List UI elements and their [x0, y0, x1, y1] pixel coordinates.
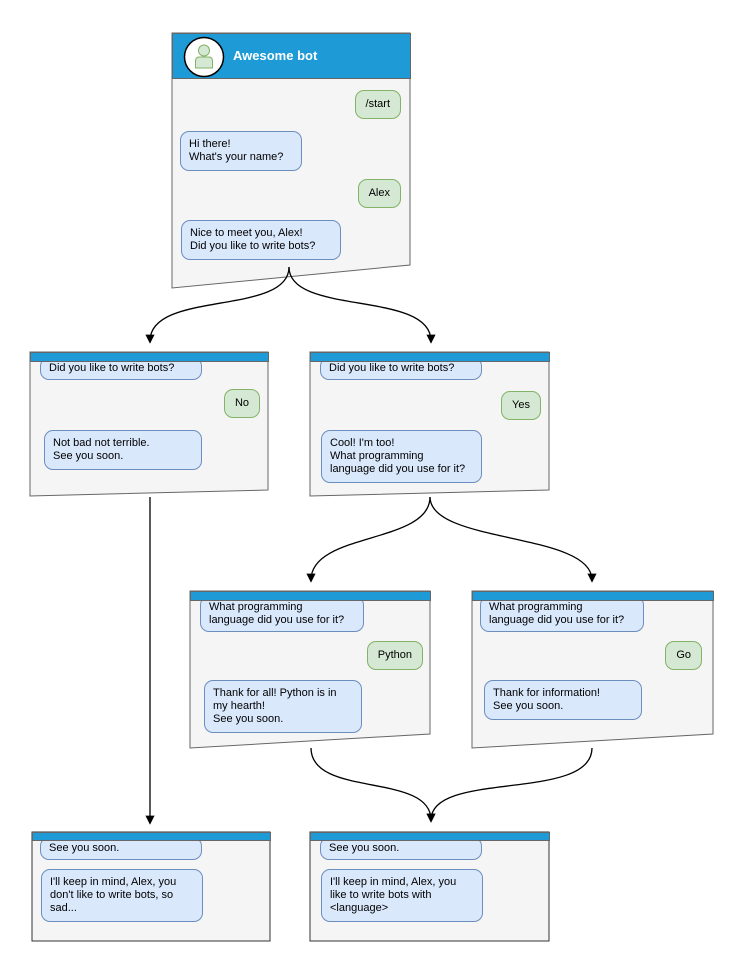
chat-bubble-bot: Not bad not terrible. See you soon.	[44, 430, 202, 470]
arrow-python-to-bye	[310, 747, 436, 823]
chat-bubble-bot: Thank for information! See you soon.	[484, 680, 642, 720]
panel-header-bar	[190, 591, 431, 601]
panel-header-bar	[32, 832, 271, 841]
arrow-yes-to-python	[306, 496, 431, 583]
chat-bubble-bot: Did you like to write bots?	[320, 357, 482, 380]
arrow-start-to-yes	[288, 266, 436, 344]
panel-header-bar	[472, 591, 714, 601]
arrow-start-to-no	[145, 266, 290, 344]
chat-bubble-bot: What programming language did you use fo…	[200, 596, 364, 632]
chat-bubble-user: Yes	[501, 391, 541, 420]
chat-bubble-bot: See you soon.	[320, 837, 482, 860]
chat-window-header: Awesome bot	[172, 33, 411, 79]
bot-avatar-icon	[183, 36, 225, 78]
chat-bubble-bot: Thank for all! Python is in my hearth! S…	[204, 680, 362, 733]
panel-header-bar	[310, 832, 550, 841]
chat-bubble-user: Python	[366, 641, 423, 670]
chat-bubble-user: Go	[665, 641, 702, 670]
bot-name-title: Awesome bot	[233, 48, 318, 63]
chat-bubble-user: No	[223, 389, 260, 418]
chat-bubble-bot: I'll keep in mind, Alex, you don't like …	[41, 869, 203, 922]
bot-avatar	[181, 34, 227, 80]
arrow-go-to-bye	[426, 747, 593, 823]
chat-bubble-bot: Hi there! What's your name?	[180, 131, 302, 171]
chat-bubble-user: Alex	[357, 179, 401, 208]
chat-bubble-bot: I'll keep in mind, Alex, you like to wri…	[321, 869, 483, 922]
chat-bubble-bot: Did you like to write bots?	[40, 357, 202, 380]
arrow-yes-to-go	[429, 496, 597, 583]
chat-bubble-bot: Cool! I'm too! What programming language…	[321, 430, 482, 483]
chat-bubble-bot: Nice to meet you, Alex! Did you like to …	[181, 220, 341, 260]
panel-header-bar	[310, 352, 550, 362]
chat-bubble-user: /start	[354, 90, 401, 119]
panel-header-bar	[30, 352, 269, 362]
chat-bubble-bot: What programming language did you use fo…	[480, 596, 644, 632]
